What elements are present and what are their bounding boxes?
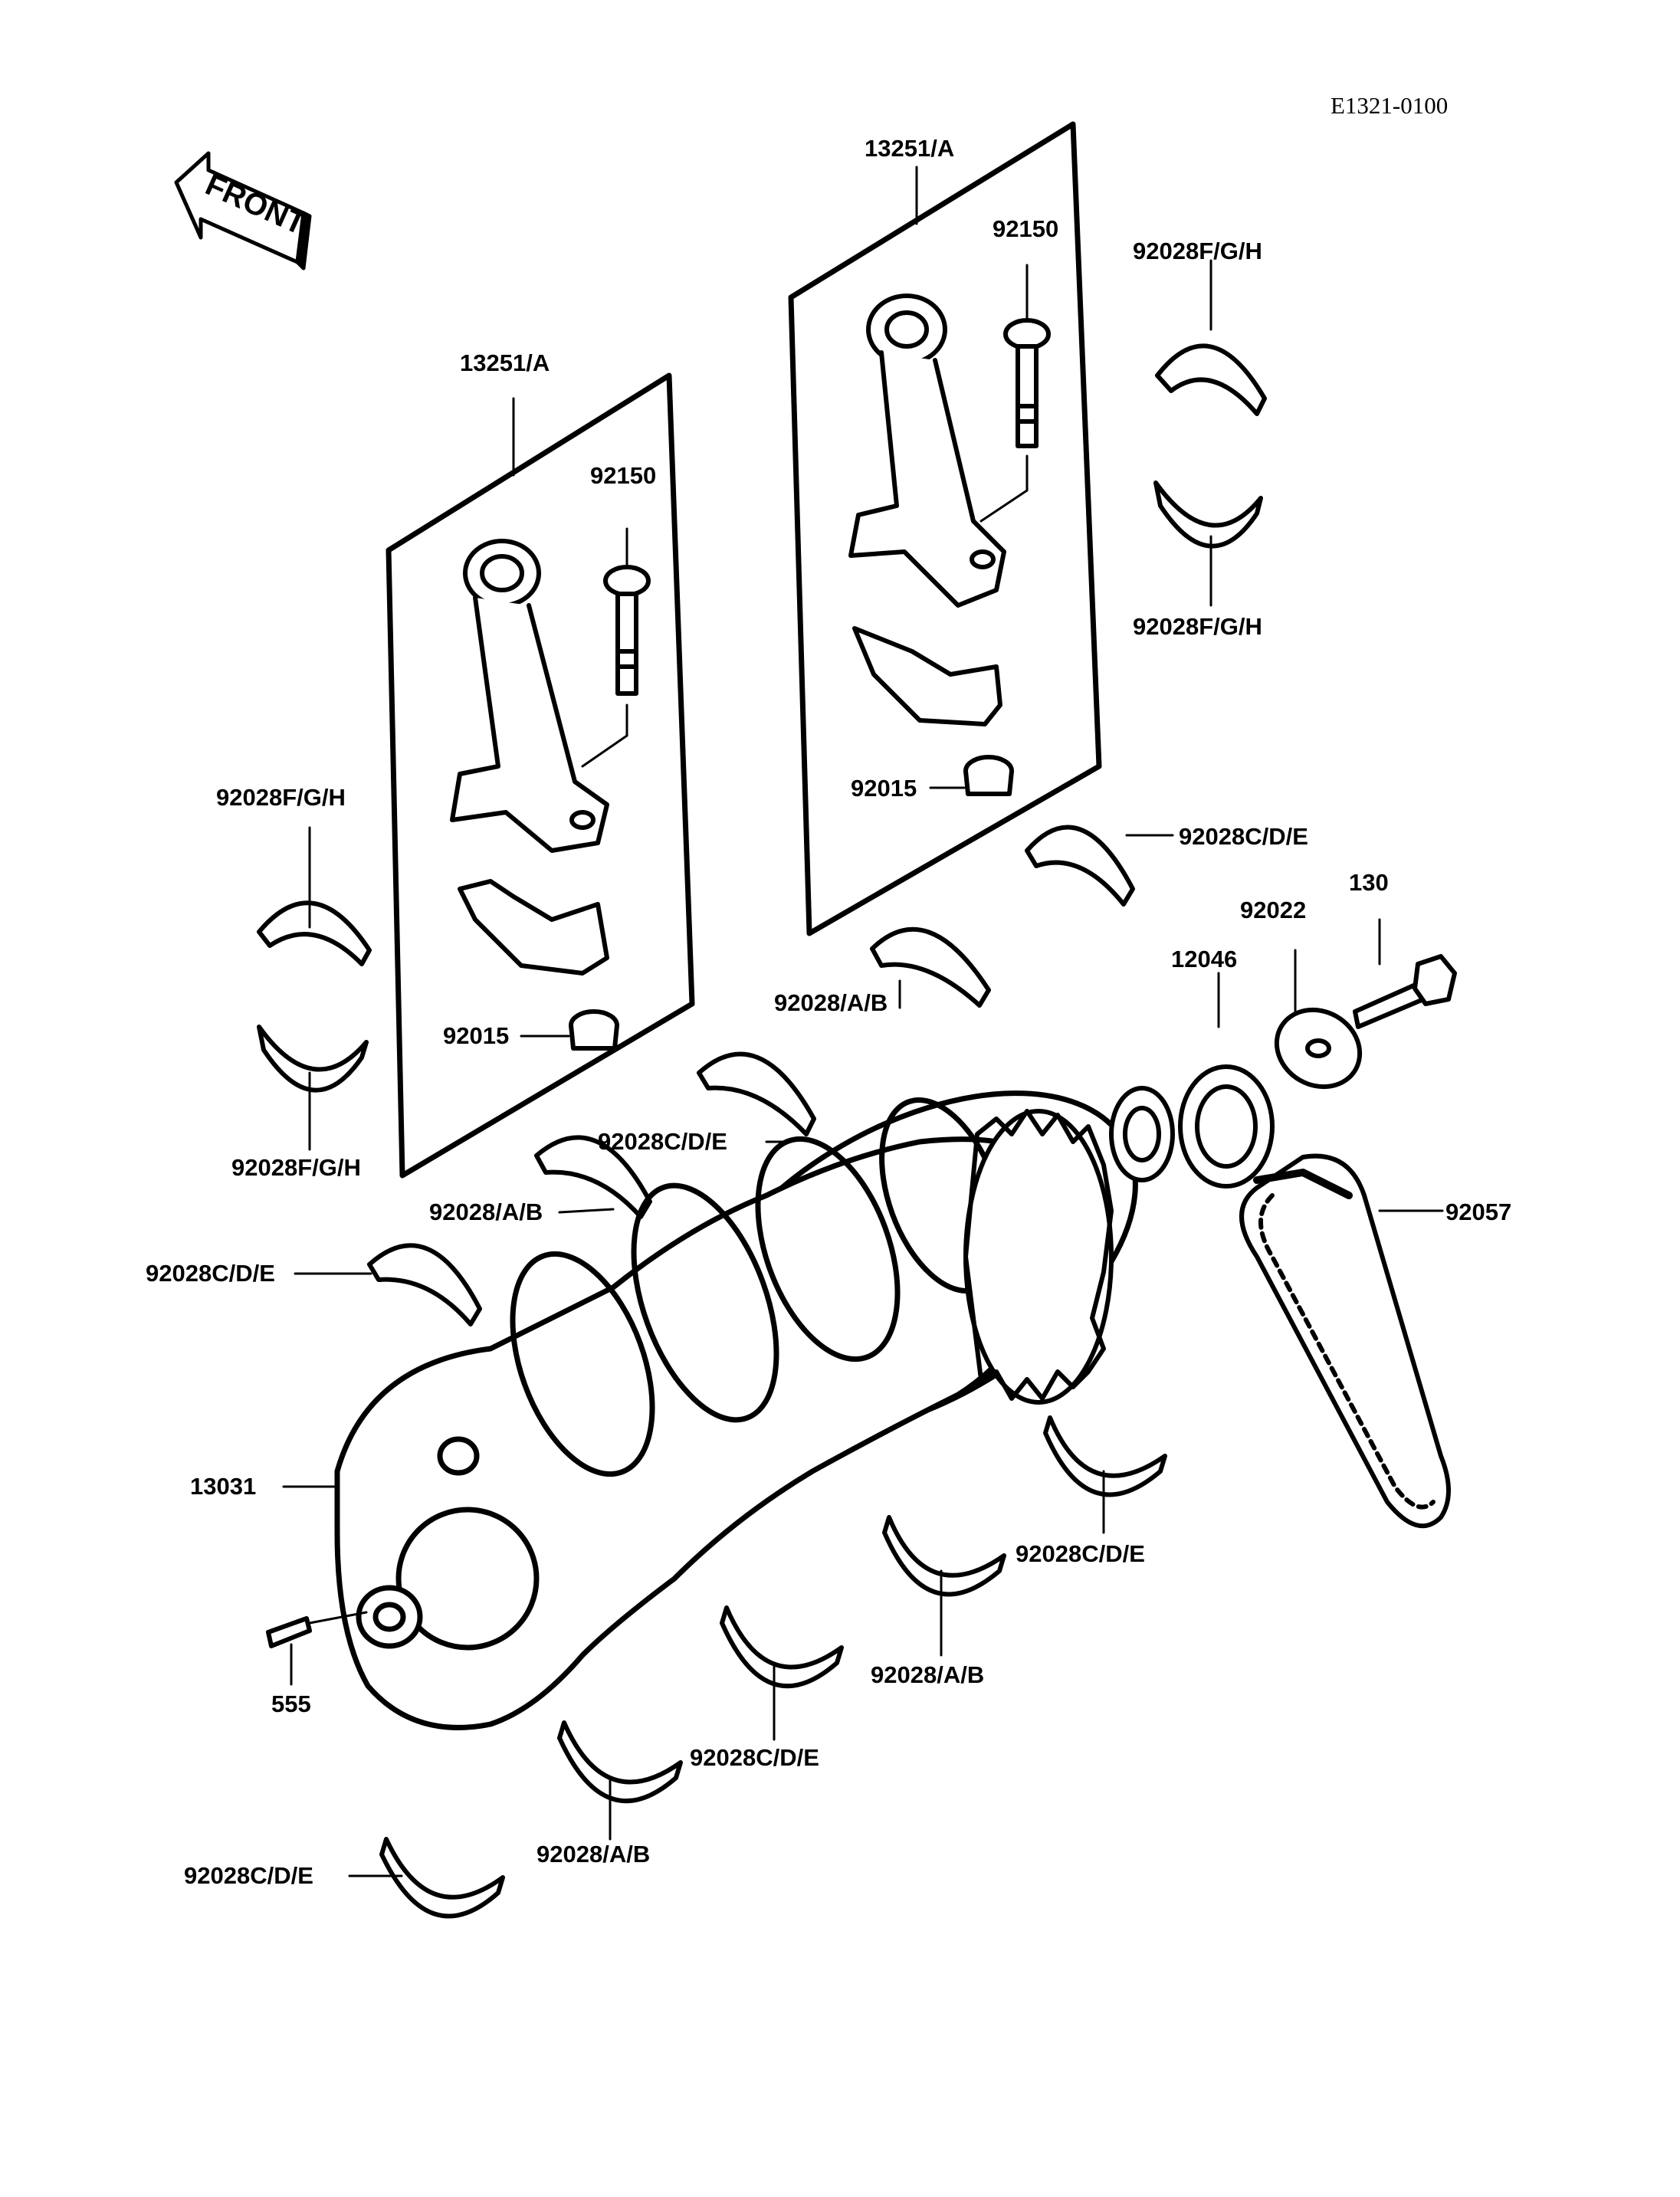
washer-icon [1274,1007,1363,1090]
label-bolt-right: 92150 [993,215,1059,242]
label-bearing-cde-bottom-left: 92028C/D/E [184,1862,313,1889]
label-key: 555 [271,1690,311,1717]
label-bearing-cde-lower-right: 92028C/D/E [1016,1540,1145,1567]
bolt-icon [1353,954,1457,1029]
label-bearing-fgh-lower-left: 92028F/G/H [231,1154,361,1181]
diagram-code: E1321-0100 [1331,92,1449,119]
label-bearing-ab-center: 92028/A/B [429,1199,543,1225]
bearing-shell-icon [1155,343,1267,416]
crankshaft [334,1090,1138,1730]
bearing-shell-icon [1025,825,1135,907]
connecting-rod-left [450,539,609,976]
label-nut-right: 92015 [851,775,917,802]
bearing-shell-icon [257,1025,369,1093]
label-bearing-ab-bottom: 92028/A/B [536,1841,651,1867]
bearing-shell-icon [882,1515,1006,1597]
label-bearing-ab-center-top: 92028/A/B [774,989,888,1016]
bolt-right-icon [1003,318,1051,448]
label-chain: 92057 [1445,1199,1512,1225]
label-bearing-cde-center: 92028C/D/E [598,1128,727,1155]
crank-end-gear [1109,1086,1175,1182]
woodruff-key-icon [266,1616,312,1648]
bearing-shell-icon [697,1051,816,1136]
label-bearing-cde-lower-center: 92028C/D/E [690,1744,819,1771]
cam-chain-icon [1239,1153,1451,1529]
front-arrow-icon: FRONT [174,151,312,271]
bolt-left-icon [603,565,651,696]
sprocket-icon [1178,1064,1275,1189]
label-bearing-fgh-lower-right: 92028F/G/H [1133,613,1262,640]
bearing-shell-icon [1043,1415,1167,1497]
nut-right-icon [963,755,1014,796]
label-bolt-left: 92150 [590,462,657,489]
label-rod-assembly-left: 13251/A [460,349,550,376]
bearing-shell-icon [257,900,372,966]
label-crankshaft: 13031 [190,1473,257,1500]
bearing-shell-icon [557,1720,683,1804]
bearing-shell-icon [379,1837,505,1919]
bearing-shell-icon [1153,480,1263,549]
connecting-rod-right [848,293,1006,726]
label-bearing-cde-right-top: 92028C/D/E [1179,823,1308,850]
label-washer: 92022 [1240,897,1307,923]
nut-left-icon [569,1009,619,1051]
bearing-shell-icon [870,926,991,1008]
bearing-shell-icon [720,1605,844,1689]
label-sprocket: 12046 [1171,946,1238,972]
label-bolt: 130 [1349,869,1389,896]
label-bearing-fgh-upper-left: 92028F/G/H [216,784,346,811]
label-rod-assembly-right: 13251/A [865,135,955,162]
label-bearing-cde-left: 92028C/D/E [146,1260,275,1287]
label-bearing-ab-lower: 92028/A/B [871,1661,985,1688]
crank-gear [963,1109,1114,1405]
bearing-shell-icon [367,1243,482,1326]
rod-assembly-frame-right [788,121,1102,936]
rod-assembly-frame-left [386,372,695,1179]
label-bearing-fgh-upper-right: 92028F/G/H [1133,238,1262,264]
label-nut-left: 92015 [443,1022,510,1049]
bearing-shell-icon [534,1135,652,1219]
